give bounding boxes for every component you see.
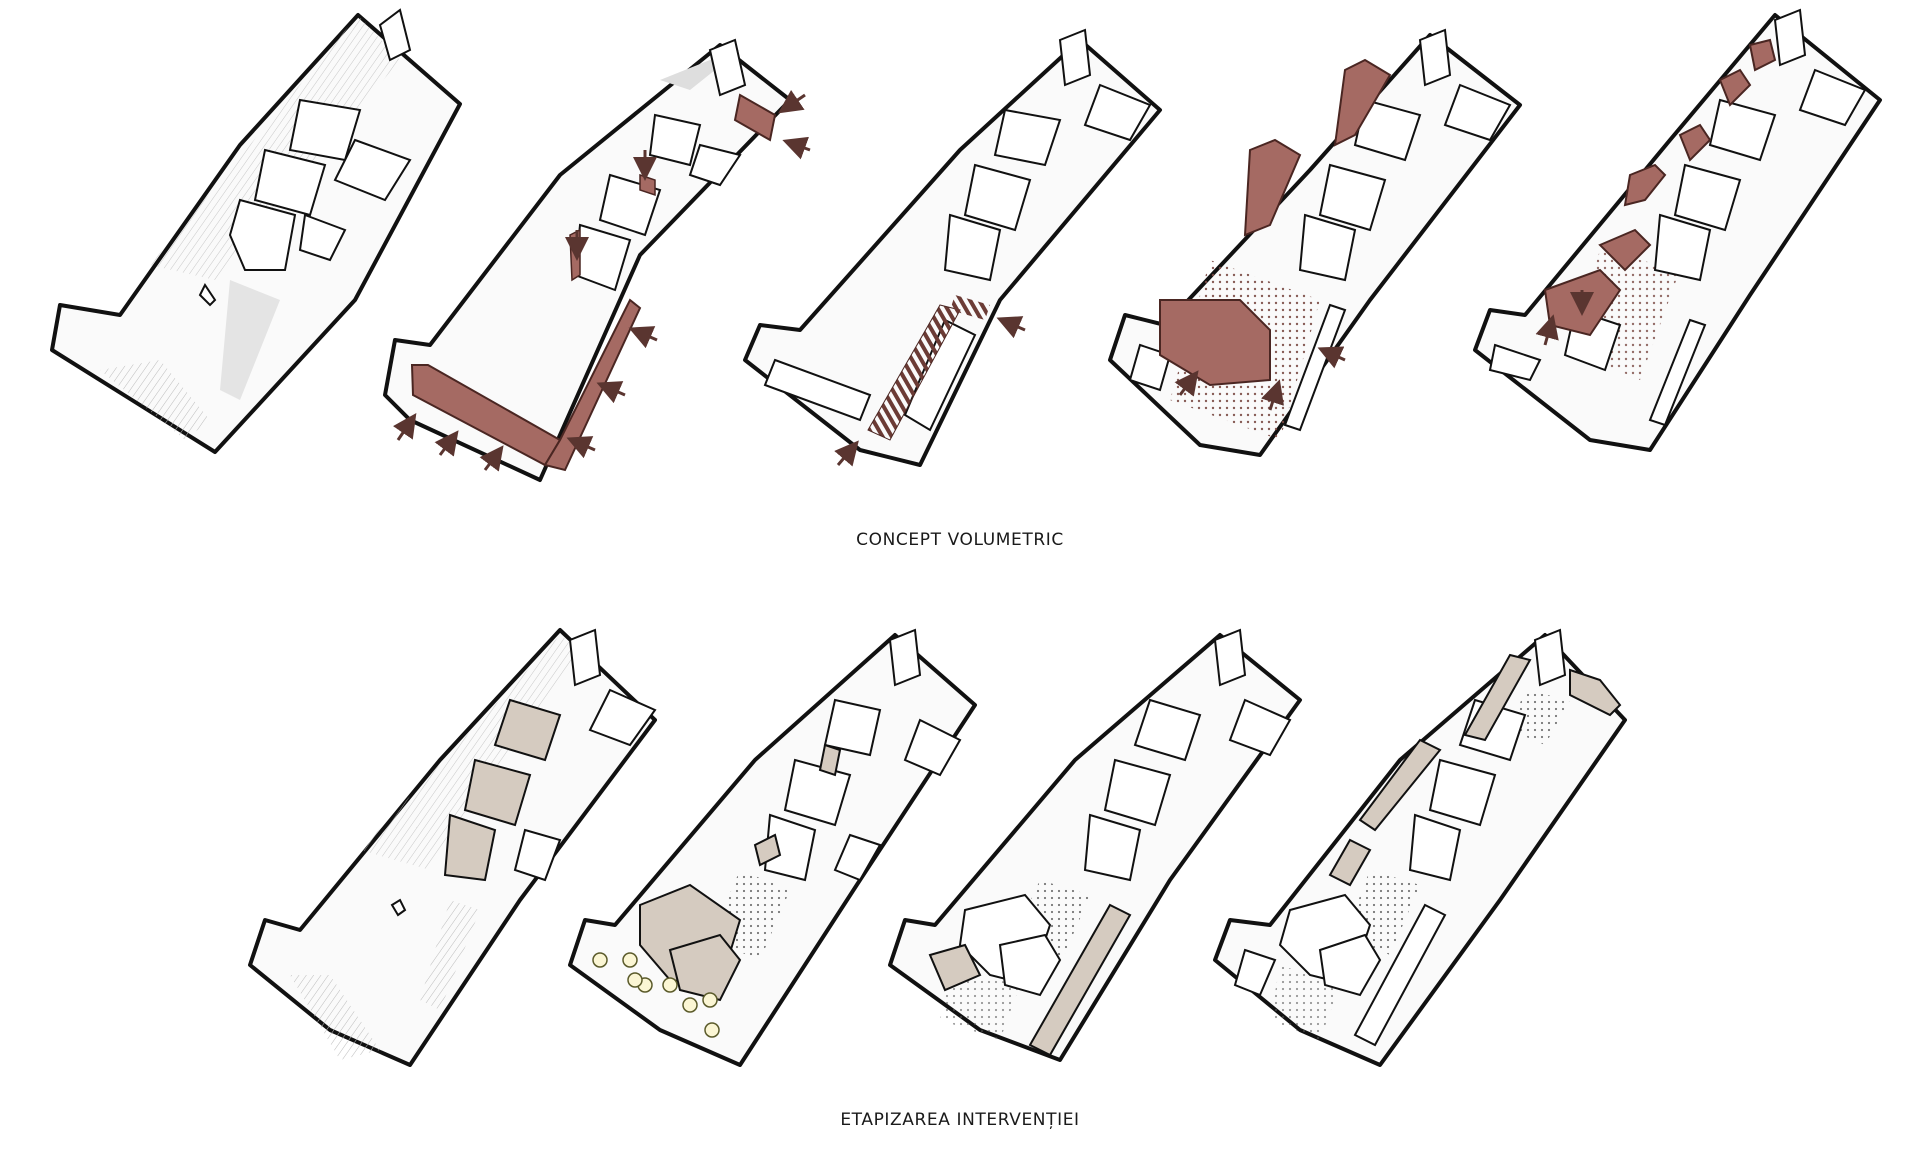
concept-panel-3: [743, 28, 1162, 467]
phase-panel-1: [248, 628, 657, 1067]
phase-panel-4: [1213, 628, 1627, 1067]
phase-panel-2: [568, 628, 977, 1067]
concept-panel-1: [50, 8, 462, 454]
caption-etapizarea-interventiei: ETAPIZAREA INTERVENȚIEI: [840, 1110, 1080, 1130]
caption-concept-volumetric: CONCEPT VOLUMETRIC: [856, 530, 1064, 550]
concept-panel-5: [1473, 8, 1882, 452]
concept-panel-4: [1108, 28, 1522, 457]
concept-panel-2: [383, 38, 811, 482]
phase-panel-3: [888, 628, 1302, 1062]
